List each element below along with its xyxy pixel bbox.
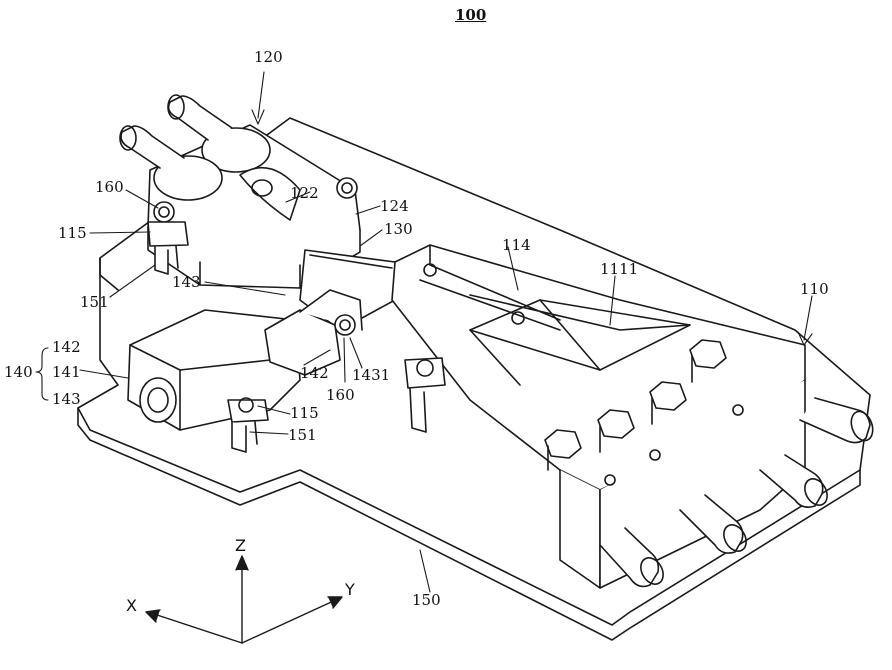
label-130: 130 xyxy=(384,220,413,238)
label-115-bottom: 115 xyxy=(290,404,319,422)
label-141: 141 xyxy=(52,363,81,381)
label-142-right: 142 xyxy=(300,364,329,382)
label-150: 150 xyxy=(412,591,441,609)
label-120: 120 xyxy=(254,48,283,66)
label-151-top: 151 xyxy=(80,293,109,311)
axis-x-label: X xyxy=(126,596,137,615)
bracket-lower xyxy=(227,397,269,453)
label-115-top: 115 xyxy=(58,224,87,242)
label-160-top: 160 xyxy=(95,178,124,196)
axes xyxy=(145,555,343,644)
label-110: 110 xyxy=(800,280,829,298)
label-124: 124 xyxy=(380,197,409,215)
label-140: 140 xyxy=(4,363,33,381)
label-160-bottom: 160 xyxy=(326,386,355,404)
bracket-left-top xyxy=(147,221,189,275)
pump xyxy=(127,289,363,431)
bracket-right xyxy=(404,357,446,433)
leader-lines xyxy=(35,71,813,593)
manifold xyxy=(391,244,874,589)
label-114: 114 xyxy=(502,236,531,254)
label-1431: 1431 xyxy=(352,366,391,384)
figure-number: 100 xyxy=(455,6,487,24)
axis-y-label: Y xyxy=(345,580,355,599)
label-122: 122 xyxy=(290,184,319,202)
label-151-bottom: 151 xyxy=(288,426,317,444)
label-1111: 1111 xyxy=(600,260,639,278)
label-142-left: 142 xyxy=(52,338,81,356)
label-143-left: 143 xyxy=(52,390,81,408)
axis-z-label: Z xyxy=(235,536,246,555)
label-143-top: 143 xyxy=(172,273,201,291)
valve-block xyxy=(119,94,361,289)
